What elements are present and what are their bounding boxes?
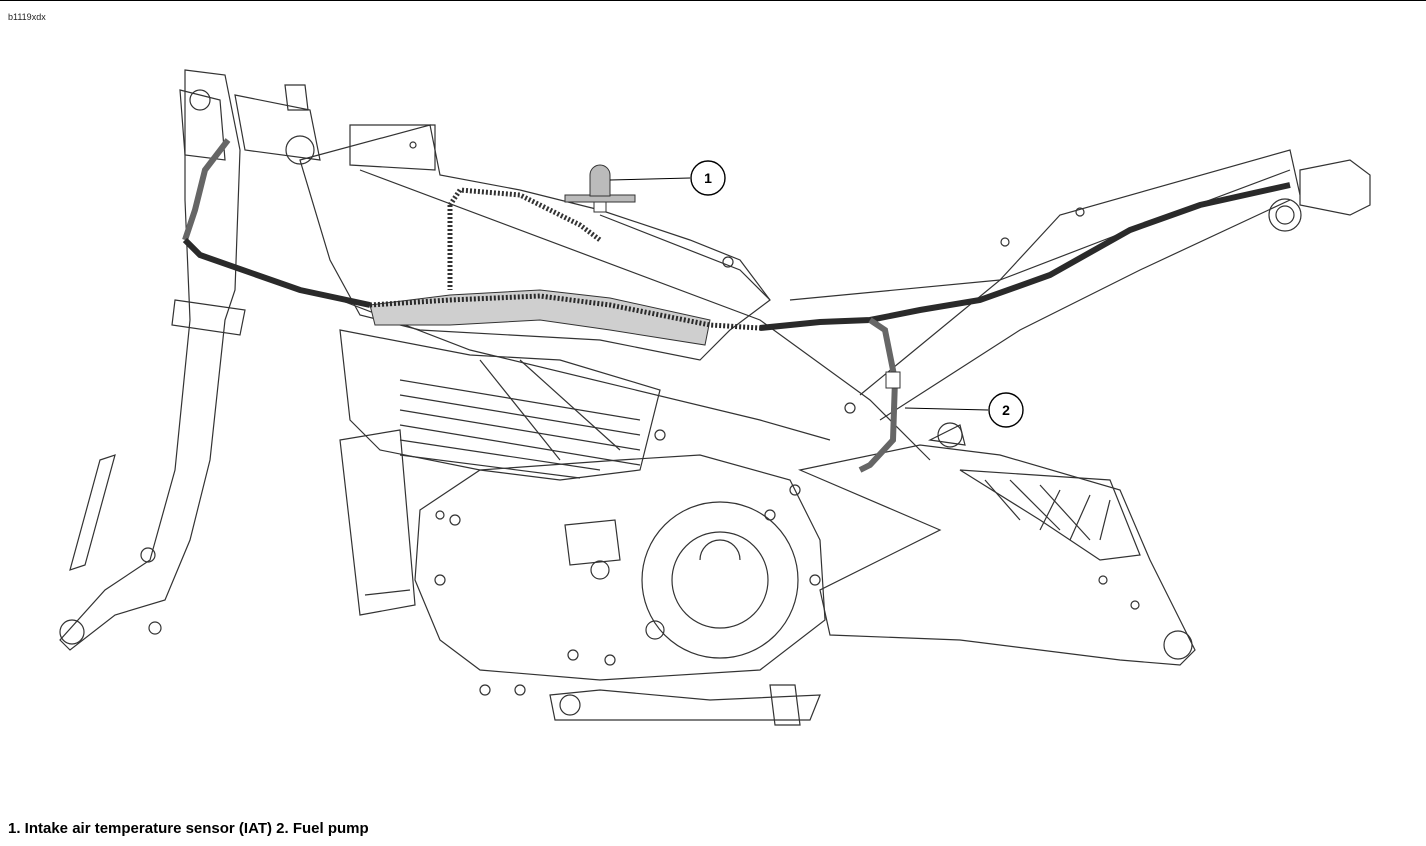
iat-sensor-shape: [564, 164, 636, 213]
callout-2-leader: [904, 407, 989, 411]
callout-2-number: 2: [1002, 402, 1010, 418]
harness-highlight-section: [369, 289, 711, 346]
motorcycle-harness-diagram: 1 2: [59, 69, 1371, 726]
figure-id: b1119xdx: [8, 12, 46, 22]
callout-2: 2: [904, 392, 1024, 428]
callout-2-circle: [988, 392, 1024, 428]
callout-1-number: 1: [704, 170, 712, 186]
wiring-harness: [182, 138, 1291, 473]
callout-1-leader: [609, 177, 691, 181]
fuel-pump-connector: [885, 371, 901, 389]
figure-caption: 1. Intake air temperature sensor (IAT) 2…: [8, 820, 369, 837]
top-border-line: [0, 0, 1426, 1]
callout-1-circle: [690, 160, 726, 196]
callout-1: 1: [609, 160, 726, 196]
